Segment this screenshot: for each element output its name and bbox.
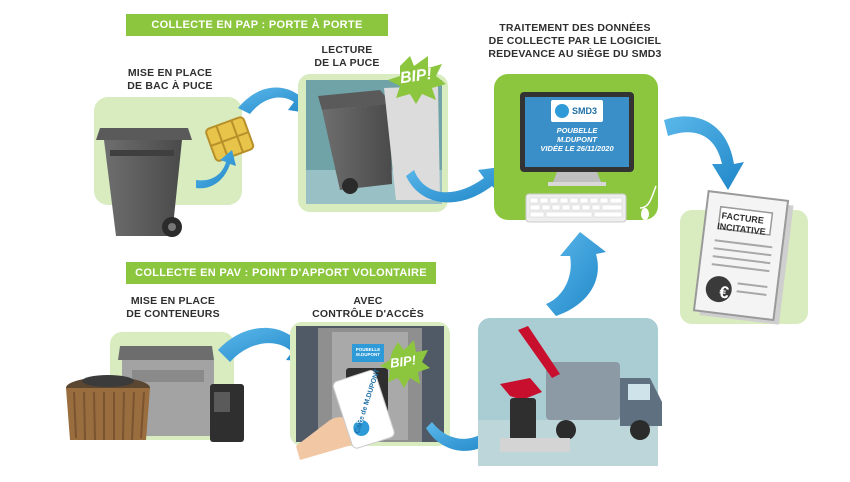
- label-controle: AVEC CONTRÔLE D'ACCÈS: [298, 295, 438, 321]
- arrow-2: [406, 166, 508, 203]
- screen-logo-text: SMD3: [572, 106, 598, 116]
- pav-sign-line1: POUBELLE: [355, 347, 381, 352]
- label-controle-line2: CONTRÔLE D'ACCÈS: [312, 308, 424, 320]
- pav-sign: [352, 344, 384, 362]
- label-traitement: TRAITEMENT DES DONNÉES DE COLLECTE PAR L…: [470, 22, 680, 61]
- invoice-panel: [680, 190, 808, 325]
- label-bac-line2: DE BAC À PUCE: [127, 80, 213, 92]
- label-traitement-line1: TRAITEMENT DES DONNÉES: [499, 22, 651, 34]
- label-conteneurs-line2: DE CONTENEURS: [126, 308, 220, 320]
- euro-badge: [705, 276, 732, 303]
- label-traitement-line3: REDEVANCE AU SIÈGE DU SMD3: [488, 48, 662, 60]
- conteneurs-panel: [66, 332, 244, 442]
- label-conteneurs-line1: MISE EN PLACE: [130, 295, 216, 307]
- label-controle-line1: AVEC: [353, 295, 383, 307]
- arrow-6: [546, 232, 606, 316]
- bip-burst-2: [380, 340, 430, 388]
- screen-line2: M.DUPONT: [557, 135, 597, 144]
- label-puce: LECTURE DE LA PUCE: [302, 44, 392, 70]
- screen-line1: POUBELLE: [556, 126, 598, 135]
- label-conteneurs: MISE EN PLACE DE CONTENEURS: [108, 295, 238, 321]
- wheelie-bin: [96, 128, 192, 237]
- access-card: [332, 370, 395, 449]
- banner-pap: COLLECTE EN PAP : PORTE À PORTE: [126, 14, 388, 36]
- controle-panel: [290, 322, 450, 460]
- pav-sign-line2: M.DUPONT: [356, 352, 380, 357]
- chip-icon: [205, 116, 255, 162]
- label-bac: MISE EN PLACE DE BAC À PUCE: [110, 67, 230, 93]
- arrow-4: [218, 327, 312, 362]
- label-bac-line1: MISE EN PLACE: [127, 67, 213, 79]
- bac-panel: [94, 97, 255, 237]
- arrow-3: [664, 116, 744, 190]
- truck-panel: [478, 318, 662, 466]
- pav-sign-text: POUBELLE M.DUPONT: [352, 347, 384, 357]
- computer-panel: [494, 74, 658, 223]
- euro-icon: €: [718, 282, 730, 303]
- banner-pav: COLLECTE EN PAV : POINT D'APPORT VOLONTA…: [126, 262, 436, 284]
- arrow-1: [238, 87, 314, 114]
- label-puce-line2: DE LA PUCE: [314, 57, 380, 69]
- label-traitement-line2: DE COLLECTE PAR LE LOGICIEL: [488, 35, 662, 47]
- card-logo-text: SMD3: [349, 419, 363, 425]
- screen-message: POUBELLE M.DUPONT VIDÉE LE 26/11/2020: [530, 126, 624, 153]
- bip-burst: [388, 56, 446, 104]
- label-puce-line1: LECTURE: [321, 44, 373, 56]
- screen-line3: VIDÉE LE 26/11/2020: [540, 144, 614, 153]
